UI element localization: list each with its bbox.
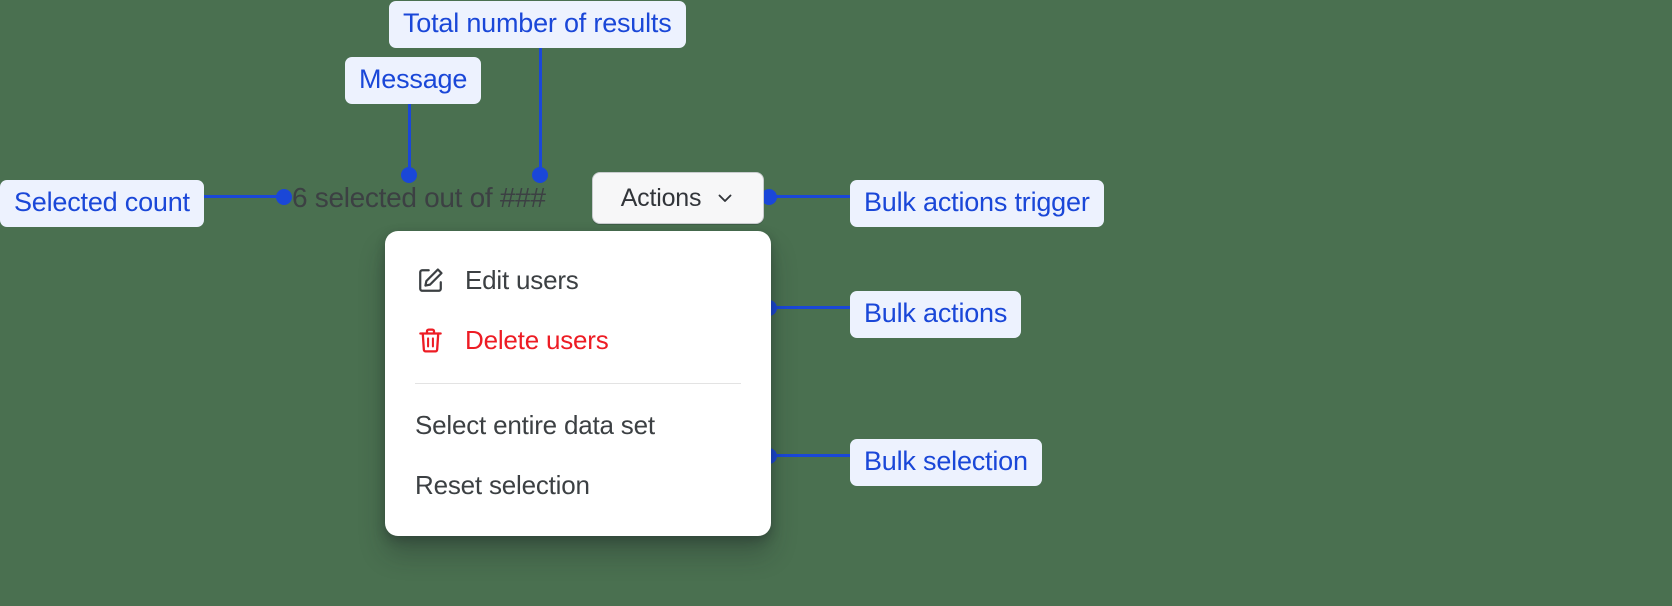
connector-dot-bulk-trigger <box>761 189 777 205</box>
bulk-actions-trigger-button[interactable]: Actions <box>592 172 764 224</box>
annotation-total-results: Total number of results <box>389 1 686 48</box>
annotation-bulk-selection: Bulk selection <box>850 439 1042 486</box>
menu-item-delete-users[interactable]: Delete users <box>385 313 771 367</box>
selected-count-message: 6 selected out of ### <box>292 182 546 213</box>
menu-divider <box>415 383 741 384</box>
connector-bulk-actions <box>768 306 858 309</box>
menu-item-edit-users-label: Edit users <box>465 264 579 295</box>
connector-dot-message <box>401 167 417 183</box>
connector-dot-selected-count <box>276 189 292 205</box>
connector-selected-count <box>199 195 289 198</box>
trash-icon <box>415 325 445 355</box>
menu-item-reset-selection[interactable]: Reset selection <box>385 458 771 512</box>
connector-bulk-selection <box>768 454 858 457</box>
annotation-selected-count: Selected count <box>0 180 204 227</box>
menu-item-delete-users-label: Delete users <box>465 324 609 355</box>
annotation-message: Message <box>345 57 482 104</box>
menu-item-reset-selection-label: Reset selection <box>415 469 590 500</box>
menu-item-select-entire-data-set-label: Select entire data set <box>415 409 655 440</box>
menu-item-edit-users[interactable]: Edit users <box>385 253 771 307</box>
annotation-bulk-actions-trigger: Bulk actions trigger <box>850 180 1104 227</box>
pencil-square-icon <box>415 265 445 295</box>
connector-bulk-trigger <box>768 195 858 198</box>
chevron-down-icon <box>715 188 735 208</box>
annotation-bulk-actions: Bulk actions <box>850 291 1022 338</box>
menu-item-select-entire-data-set[interactable]: Select entire data set <box>385 398 771 452</box>
connector-dot-total-results <box>532 167 548 183</box>
bulk-actions-trigger-label: Actions <box>620 183 702 212</box>
bulk-actions-menu: Edit users Delete users Select entire da… <box>385 231 771 536</box>
connector-total-results <box>539 40 542 176</box>
connector-message <box>408 96 411 176</box>
